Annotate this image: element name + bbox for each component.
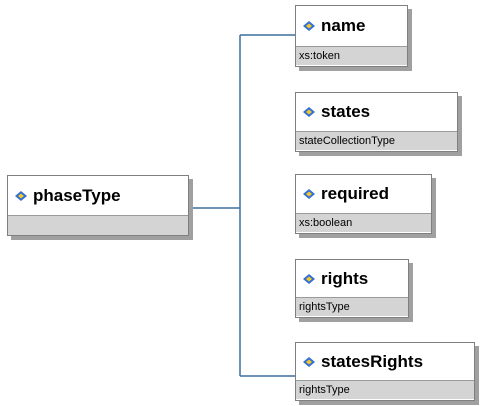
element-icon: [303, 189, 315, 199]
child-element-header: states: [296, 93, 457, 131]
element-name: states: [321, 102, 371, 121]
child-element-header: name: [296, 6, 407, 46]
root-element-header: phaseType: [8, 176, 188, 215]
child-element-name[interactable]: name xs:token: [295, 5, 408, 67]
child-element-header: statesRights: [296, 343, 474, 380]
element-name: phaseType: [33, 185, 121, 205]
element-icon: [303, 21, 315, 31]
element-type: xs:token: [296, 46, 407, 65]
element-name: statesRights: [321, 351, 424, 371]
element-type: rightsType: [296, 297, 408, 316]
child-element-statesRights[interactable]: statesRights rightsType: [295, 342, 475, 401]
child-element-states[interactable]: states stateCollectionType: [295, 92, 458, 152]
element-icon: [15, 190, 27, 201]
element-name: name: [321, 16, 366, 35]
element-type: rightsType: [296, 380, 474, 399]
element-type: [8, 215, 188, 235]
child-element-header: rights: [296, 260, 408, 297]
child-element-required[interactable]: required xs:boolean: [295, 174, 432, 234]
element-icon: [303, 356, 315, 367]
element-icon: [303, 107, 315, 117]
element-name: rights: [321, 268, 369, 288]
element-type: xs:boolean: [296, 213, 431, 232]
element-icon: [303, 273, 315, 284]
child-element-rights[interactable]: rights rightsType: [295, 259, 409, 318]
element-name: required: [321, 184, 390, 203]
child-element-header: required: [296, 175, 431, 213]
root-element-phaseType[interactable]: phaseType: [7, 175, 189, 236]
element-type: stateCollectionType: [296, 131, 457, 150]
